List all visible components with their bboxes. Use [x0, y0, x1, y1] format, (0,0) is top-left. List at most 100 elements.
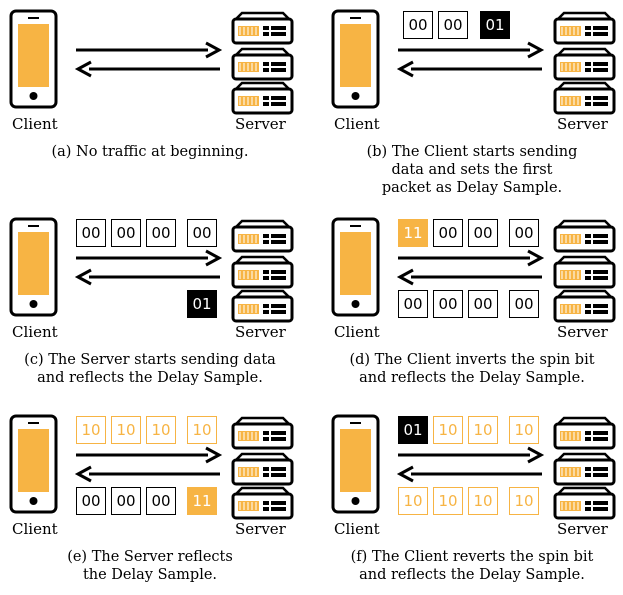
packet: 00 [468, 219, 498, 247]
packet: 00 [509, 219, 539, 247]
server-unit-icon [553, 452, 616, 486]
caption-line: data and sets the first [391, 162, 553, 178]
panel-illustration [331, 9, 616, 115]
server-unit-icon [553, 219, 616, 253]
server-rack-icon [553, 11, 616, 115]
caption-line: and reflects the Delay Sample. [359, 370, 585, 386]
server-label: Server [235, 115, 286, 133]
caption-line: (b) The Client starts sending [366, 144, 578, 160]
panel-illustration [331, 414, 616, 520]
packet: 11 [398, 219, 428, 247]
packet: 10 [146, 416, 176, 444]
client-label: Client [12, 115, 58, 133]
packet: 00 [111, 219, 141, 247]
packet: 00 [433, 290, 463, 318]
packet: 10 [468, 416, 498, 444]
server-rack-icon [553, 219, 616, 323]
packet: 00 [468, 290, 498, 318]
panel-caption: (a) No traffic at beginning. [0, 143, 300, 161]
traffic-arrows [396, 41, 545, 78]
packet: 00 [146, 487, 176, 515]
packet: 00 [111, 487, 141, 515]
caption-line: (e) The Server reflects [67, 549, 233, 565]
packet: 10 [111, 416, 141, 444]
server-label: Server [557, 520, 608, 538]
packet: 10 [509, 416, 539, 444]
caption-line: the Delay Sample. [82, 567, 218, 583]
caption-line: packet as Delay Sample. [381, 180, 563, 196]
traffic-arrows [74, 41, 223, 78]
server-unit-icon [231, 289, 294, 323]
caption-line: (a) No traffic at beginning. [51, 144, 249, 160]
packet: 00 [187, 219, 217, 247]
server-rack-icon [231, 416, 294, 520]
traffic-arrows [74, 446, 223, 483]
panel-illustration [331, 217, 616, 323]
caption-line: (f) The Client reverts the spin bit [350, 549, 594, 565]
caption-line: and reflects the Delay Sample. [37, 370, 263, 386]
panel-caption: (b) The Client starts sending data and se… [322, 143, 622, 197]
caption-line: and reflects the Delay Sample. [359, 567, 585, 583]
server-label: Server [557, 323, 608, 341]
client-phone-icon [9, 414, 58, 514]
server-unit-icon [553, 47, 616, 81]
server-rack-icon [553, 416, 616, 520]
client-label: Client [334, 323, 380, 341]
server-unit-icon [553, 81, 616, 115]
caption-line: (d) The Client inverts the spin bit [349, 352, 595, 368]
packet: 00 [76, 219, 106, 247]
packet: 10 [509, 487, 539, 515]
packet: 10 [433, 416, 463, 444]
traffic-arrows [396, 249, 545, 286]
packet: 10 [187, 416, 217, 444]
server-unit-icon [231, 486, 294, 520]
server-unit-icon [553, 11, 616, 45]
packet: 00 [438, 11, 468, 39]
server-unit-icon [553, 486, 616, 520]
packet: 00 [76, 487, 106, 515]
packet: 00 [403, 11, 433, 39]
server-unit-icon [553, 289, 616, 323]
panel-a: Client Server (a) No traffic at beginning. [0, 0, 300, 190]
client-phone-icon [331, 414, 380, 514]
server-unit-icon [553, 255, 616, 289]
client-phone-icon [331, 217, 380, 317]
packet: 10 [468, 487, 498, 515]
traffic-arrows [396, 446, 545, 483]
server-rack-icon [231, 11, 294, 115]
client-phone-icon [9, 9, 58, 109]
packet: 00 [398, 290, 428, 318]
server-label: Server [557, 115, 608, 133]
server-unit-icon [231, 452, 294, 486]
client-label: Client [12, 323, 58, 341]
client-phone-icon [331, 9, 380, 109]
panel-illustration [9, 9, 294, 115]
client-phone-icon [9, 217, 58, 317]
traffic-arrows [74, 249, 223, 286]
server-unit-icon [231, 255, 294, 289]
server-unit-icon [231, 47, 294, 81]
packet: 10 [433, 487, 463, 515]
server-unit-icon [231, 219, 294, 253]
packet: 01 [398, 416, 428, 444]
packet: 10 [398, 487, 428, 515]
panel-illustration [9, 217, 294, 323]
packet: 11 [187, 487, 217, 515]
packet: 00 [433, 219, 463, 247]
packet: 01 [187, 290, 217, 318]
packet: 00 [146, 219, 176, 247]
packet: 10 [76, 416, 106, 444]
server-unit-icon [231, 81, 294, 115]
server-label: Server [235, 323, 286, 341]
server-unit-icon [231, 11, 294, 45]
server-rack-icon [231, 219, 294, 323]
client-label: Client [334, 520, 380, 538]
panel-caption: (e) The Server reflects the Delay Sample. [0, 548, 300, 584]
server-label: Server [235, 520, 286, 538]
panel-caption: (f) The Client reverts the spin bit and r… [322, 548, 622, 584]
